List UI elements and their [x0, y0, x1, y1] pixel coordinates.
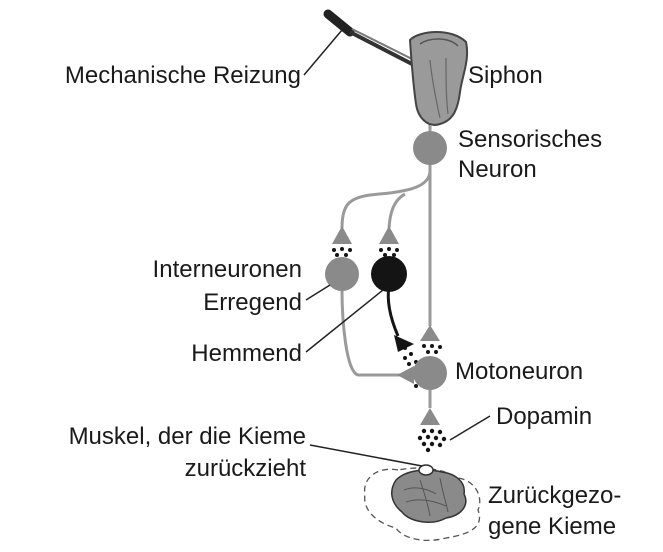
label-gill-line1: Zurückgezo-: [488, 482, 622, 509]
excitatory-interneuron: [325, 257, 359, 291]
sensory-neuron: [413, 131, 447, 165]
label-sensory-line1: Sensorisches: [458, 126, 603, 153]
synapse-terminal: [420, 325, 440, 341]
label-motoneuron: Motoneuron: [455, 358, 584, 385]
label-sensory-line2: Neuron: [458, 156, 537, 183]
label-excitatory: Erregend: [203, 289, 302, 316]
axon-lines: [340, 125, 432, 408]
muscle-attachment: [418, 464, 434, 476]
synapse-terminal: [420, 408, 440, 425]
dopamine-dots: [417, 428, 447, 453]
label-inhibitory: Hemmend: [191, 340, 302, 367]
label-gill-line2: gene Kieme: [488, 513, 617, 540]
gill-texture: [403, 477, 449, 517]
label-dopamine: Dopamin: [496, 403, 593, 430]
synapse-terminal: [332, 226, 352, 244]
probe-icon: [323, 9, 415, 66]
siphon-icon: [408, 31, 469, 126]
synapse-terminal: [397, 366, 414, 384]
label-muscle-line2: zurückzieht: [184, 455, 306, 482]
leader-lines: [303, 29, 491, 467]
motoneuron: [413, 356, 447, 390]
synapse-terminal: [379, 226, 399, 244]
inhibitory-interneuron: [371, 256, 407, 292]
label-muscle-line1: Muskel, der die Kieme: [68, 423, 306, 450]
inhibitory-terminal: [394, 335, 414, 352]
transmitter-dots: [332, 247, 399, 257]
label-interneurons: Interneuronen: [152, 256, 302, 283]
label-siphon: Siphon: [468, 62, 543, 89]
gill-outline: [364, 467, 481, 542]
inhibitory-axon: [386, 285, 400, 337]
gill-icon: [390, 469, 467, 524]
label-stimulus: Mechanische Reizung: [64, 62, 301, 89]
